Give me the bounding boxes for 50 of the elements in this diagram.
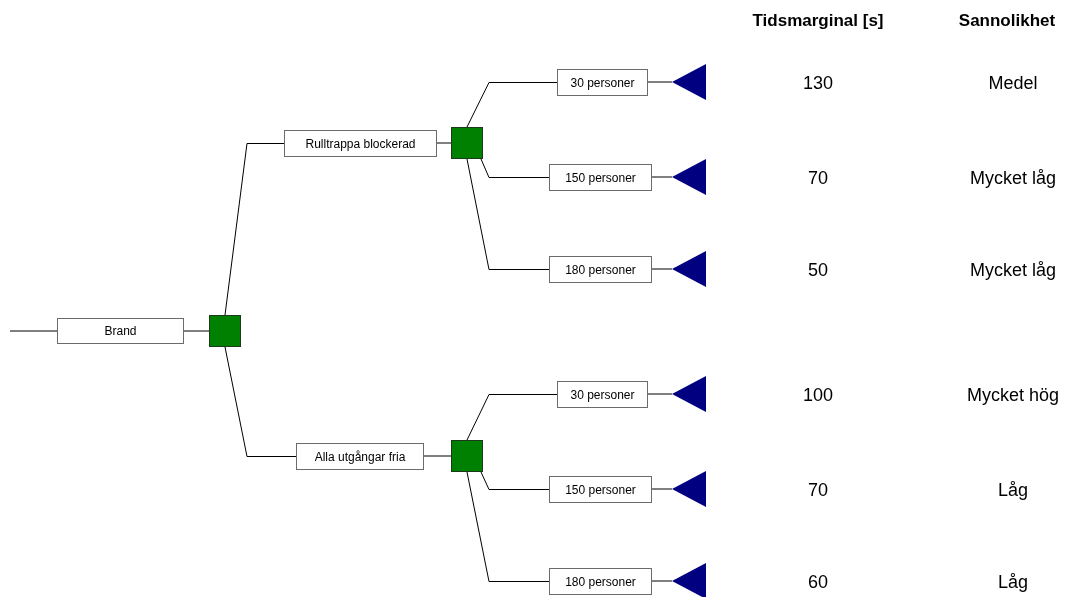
connector-line — [436, 142, 452, 144]
table-value: Mycket låg — [969, 167, 1057, 190]
connector-line — [466, 394, 558, 441]
table-value: 70 — [807, 167, 829, 190]
table-value: 70 — [807, 479, 829, 502]
label-box: 180 personer — [549, 256, 652, 283]
end-node-triangle — [672, 159, 706, 195]
connector-line — [224, 346, 297, 457]
table-value: 130 — [801, 72, 834, 95]
label-box: 30 personer — [557, 69, 648, 96]
label-box: 150 personer — [549, 476, 652, 503]
connector-line — [466, 158, 550, 270]
connector-line — [466, 82, 558, 128]
end-node-triangle — [672, 64, 706, 100]
label-box: Rulltrappa blockerad — [284, 130, 437, 157]
connector-line — [651, 176, 673, 178]
end-node-triangle — [672, 251, 706, 287]
connector-line — [647, 393, 673, 395]
connector-line — [480, 158, 550, 178]
table-value: Medel — [987, 72, 1039, 95]
table-value: 50 — [807, 259, 829, 282]
column-header: Tidsmarginal [s] — [751, 10, 885, 32]
end-node-triangle — [672, 376, 706, 412]
chance-node-square — [451, 127, 483, 159]
table-value: 100 — [801, 384, 834, 407]
label-box: 30 personer — [557, 381, 648, 408]
connector-line — [9, 330, 58, 332]
label-box: 180 personer — [549, 568, 652, 595]
table-value: Mycket låg — [969, 259, 1057, 282]
table-value: 60 — [807, 571, 829, 594]
end-node-triangle — [672, 563, 706, 597]
label-box: Brand — [57, 318, 184, 344]
connector-line — [647, 81, 673, 83]
table-value: Låg — [996, 479, 1029, 502]
label-box: Alla utgångar fria — [296, 443, 424, 470]
connector-line — [651, 488, 673, 490]
column-header: Sannolikhet — [957, 10, 1057, 32]
connector-line — [423, 455, 452, 457]
connector-line — [651, 268, 673, 270]
connector-line — [651, 580, 673, 582]
connector-line — [224, 143, 285, 316]
chance-node-square — [209, 315, 241, 347]
chance-node-square — [451, 440, 483, 472]
end-node-triangle — [672, 471, 706, 507]
label-box: 150 personer — [549, 164, 652, 191]
table-value: Mycket hög — [965, 384, 1060, 407]
connector-line — [480, 471, 550, 490]
connector-line — [466, 471, 550, 582]
table-value: Låg — [996, 571, 1029, 594]
connector-line — [183, 330, 210, 332]
